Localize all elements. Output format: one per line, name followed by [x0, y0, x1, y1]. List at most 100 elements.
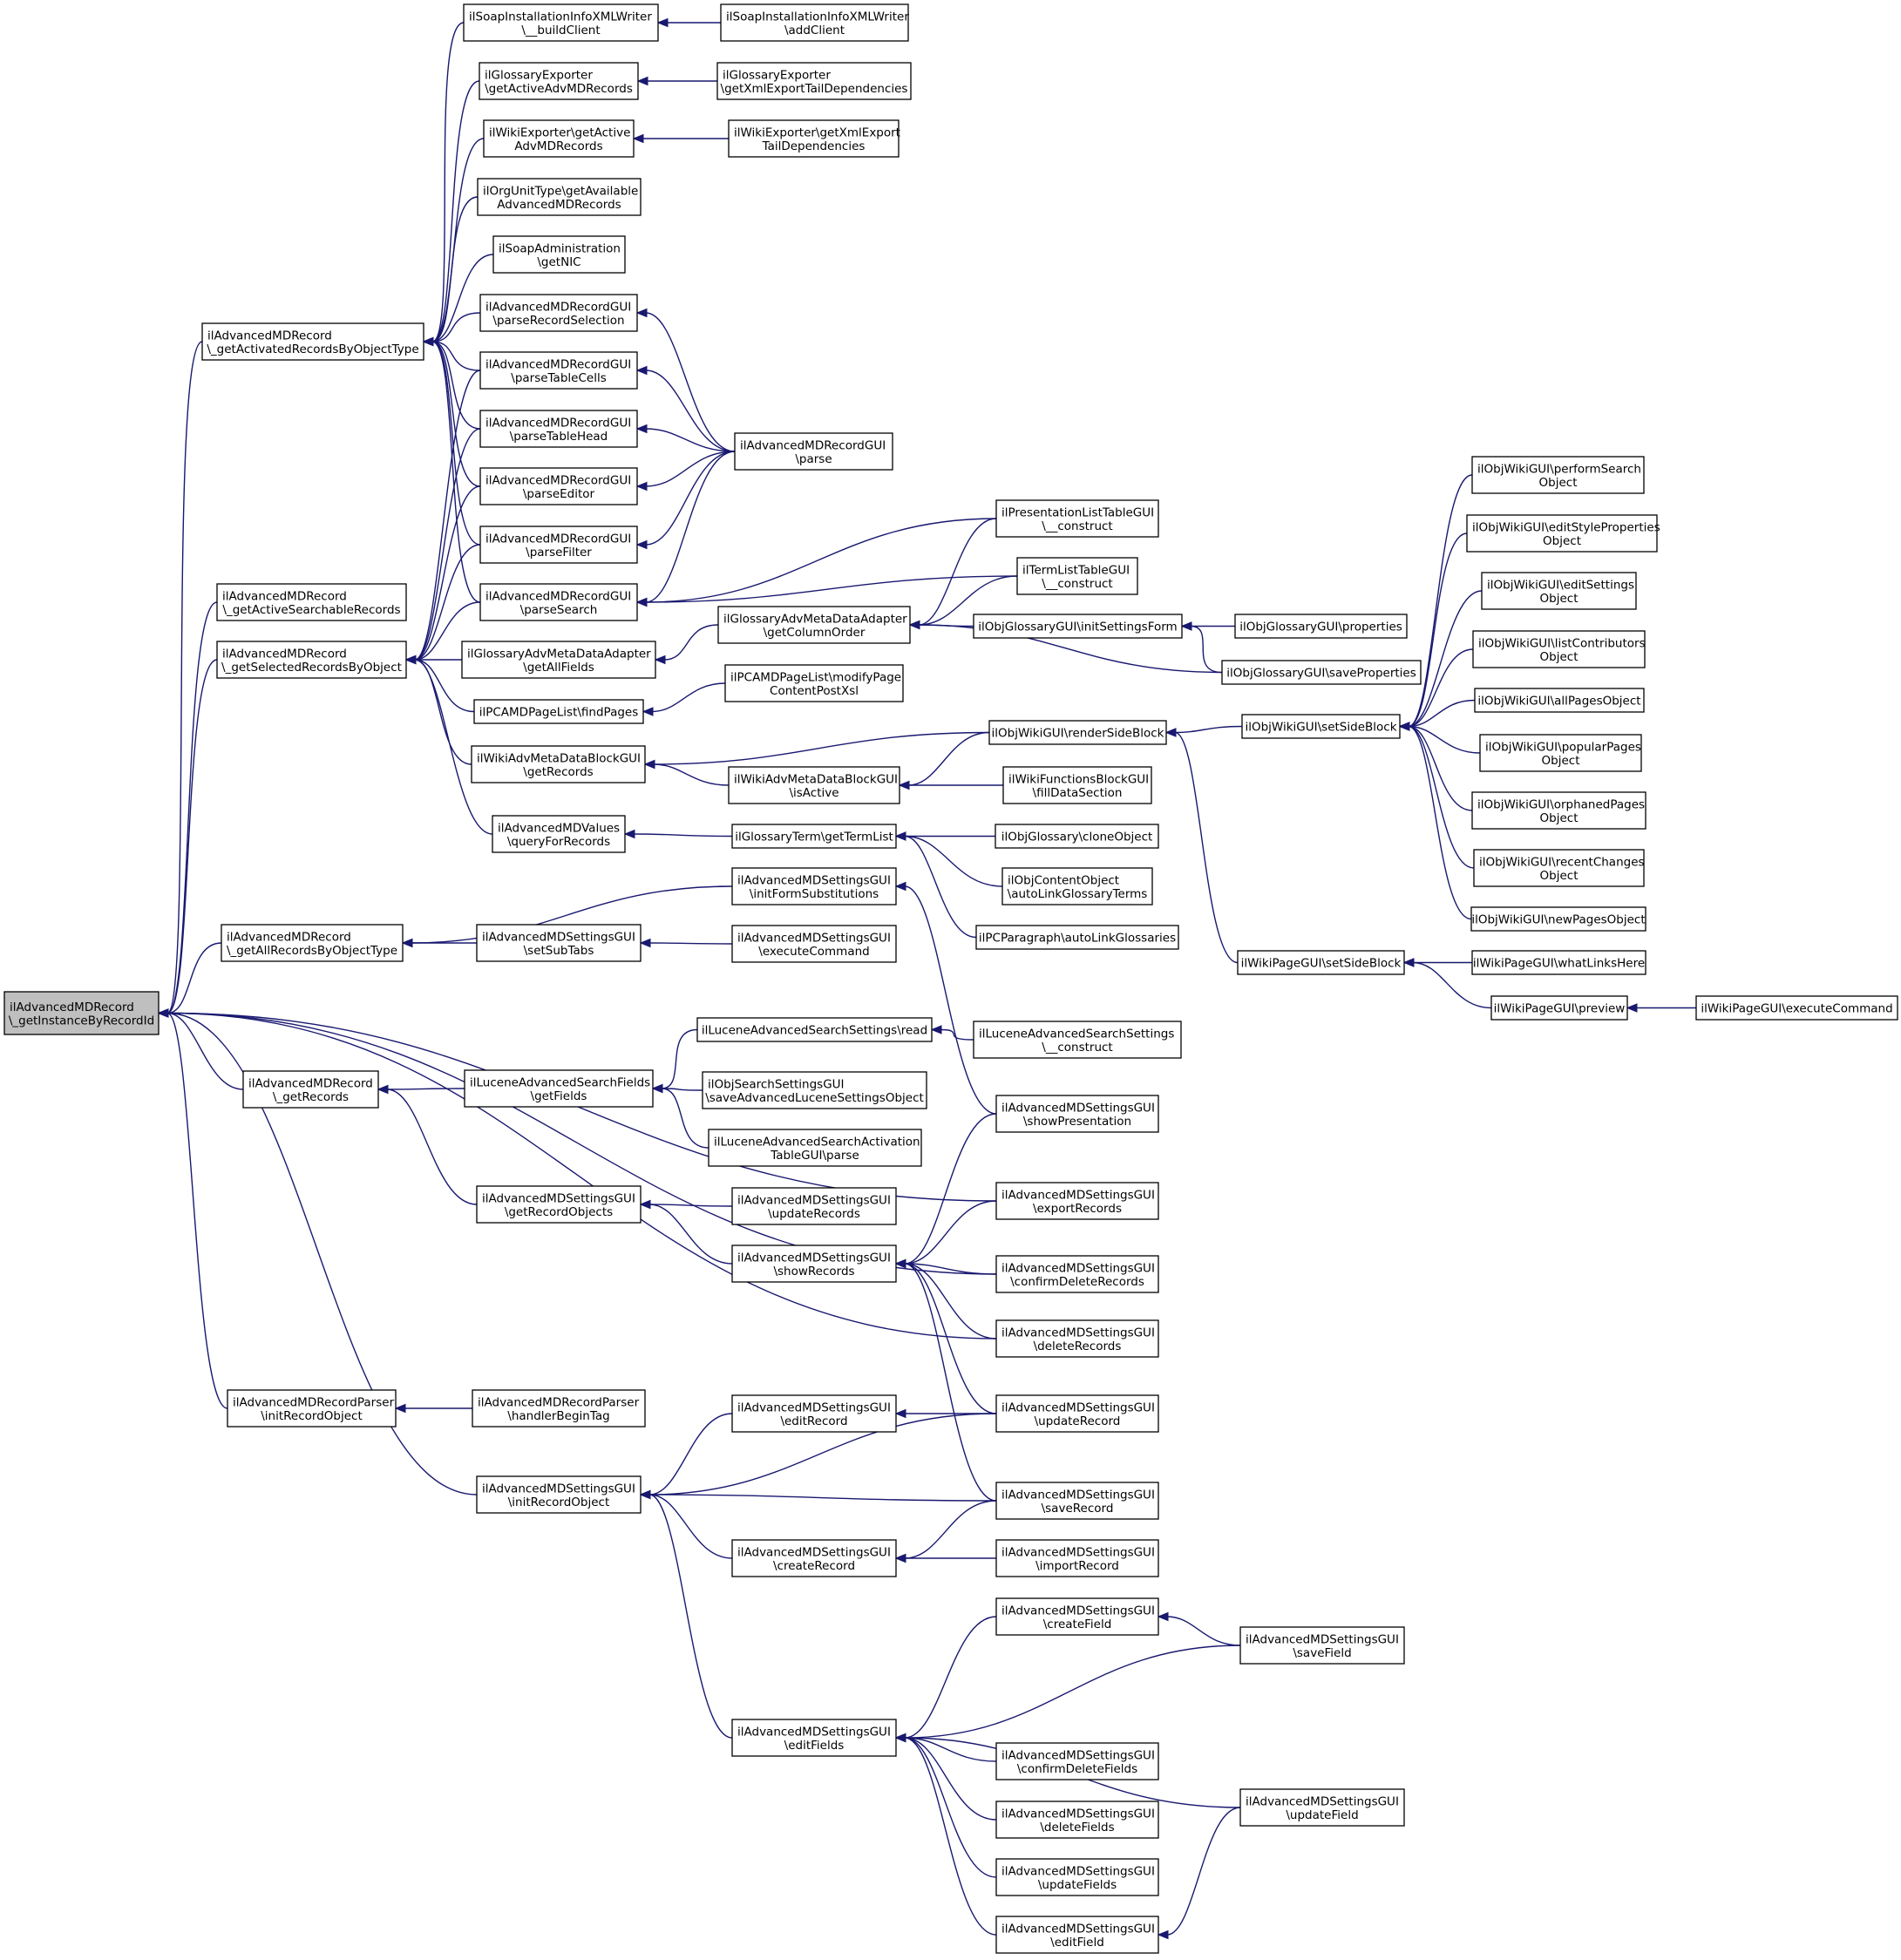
- node-label-line: ilAdvancedMDRecord: [10, 1000, 134, 1014]
- graph-node[interactable]: ilLuceneAdvancedSearchSettings\__constru…: [973, 1021, 1182, 1059]
- call-edge: [894, 1733, 997, 1821]
- graph-node[interactable]: ilLuceneAdvancedSearchActivationTableGUI…: [708, 1129, 922, 1167]
- graph-node[interactable]: ilAdvancedMDRecord\_getActivatedRecordsB…: [201, 322, 424, 361]
- graph-node[interactable]: ilAdvancedMDSettingsGUI\saveRecord: [995, 1482, 1159, 1520]
- graph-node[interactable]: ilAdvancedMDSettingsGUI\executeCommand: [731, 925, 897, 963]
- graph-node[interactable]: ilAdvancedMDRecordGUI\parseTableCells: [479, 351, 638, 390]
- graph-node[interactable]: ilAdvancedMDRecordGUI\parse: [734, 432, 893, 471]
- graph-node[interactable]: ilAdvancedMDRecord\_getRecords: [242, 1070, 379, 1109]
- edge-line: [166, 601, 218, 1014]
- graph-node[interactable]: ilAdvancedMDRecord\_getActiveSearchableR…: [216, 583, 407, 621]
- graph-node[interactable]: ilPresentationListTableGUI\__construct: [995, 499, 1159, 538]
- graph-node[interactable]: ilWikiExporter\getXmlExportTailDependenc…: [728, 119, 900, 158]
- graph-node[interactable]: ilAdvancedMDSettingsGUI\importRecord: [995, 1539, 1159, 1577]
- graph-node[interactable]: ilAdvancedMDSettingsGUI\showRecords: [731, 1244, 897, 1283]
- edge-line: [648, 1204, 733, 1265]
- graph-node[interactable]: ilObjGlossaryGUI\initSettingsForm: [973, 614, 1183, 639]
- graph-node[interactable]: ilAdvancedMDSettingsGUI\saveField: [1239, 1626, 1405, 1665]
- graph-node[interactable]: ilObjWikiGUI\allPagesObject: [1474, 688, 1645, 713]
- graph-node[interactable]: ilGlossaryExporter\getXmlExportTailDepen…: [716, 62, 912, 100]
- graph-node[interactable]: ilAdvancedMDSettingsGUI\updateRecord: [995, 1394, 1159, 1433]
- graph-node[interactable]: ilWikiFunctionsBlockGUI\fillDataSection: [1002, 766, 1152, 804]
- graph-node[interactable]: ilAdvancedMDSettingsGUI\getRecordObjects: [476, 1185, 642, 1224]
- graph-node[interactable]: ilAdvancedMDRecord\_getAllRecordsByObjec…: [221, 924, 404, 962]
- graph-node[interactable]: ilPCParagraph\autoLinkGlossaries: [975, 925, 1179, 950]
- graph-node[interactable]: ilSoapAdministration\getNIC: [492, 235, 626, 274]
- node-label-line: ilAdvancedMDRecord: [227, 930, 351, 944]
- graph-node[interactable]: ilWikiPageGUI\preview: [1490, 995, 1628, 1021]
- node-box: [995, 1858, 1159, 1896]
- graph-node[interactable]: ilTermListTableGUI\__construct: [1016, 557, 1138, 595]
- graph-node[interactable]: ilObjContentObject\autoLinkGlossaryTerms: [1001, 867, 1153, 905]
- graph-node[interactable]: ilAdvancedMDRecordGUI\parseRecordSelecti…: [479, 294, 638, 332]
- edge-line: [1412, 961, 1492, 1009]
- graph-node[interactable]: ilAdvancedMDSettingsGUI\confirmDeleteRec…: [995, 1255, 1159, 1293]
- graph-node[interactable]: ilAdvancedMDSettingsGUI\showPresentation: [995, 1095, 1159, 1133]
- graph-node[interactable]: ilAdvancedMDSettingsGUI\initFormSubstitu…: [731, 867, 897, 905]
- graph-node[interactable]: ilAdvancedMDSettingsGUI\updateRecords: [731, 1187, 897, 1225]
- graph-node[interactable]: ilObjWikiGUI\setSideBlock: [1241, 714, 1401, 739]
- graph-node[interactable]: ilPCAMDPageList\findPages: [473, 699, 644, 724]
- graph-node[interactable]: ilObjWikiGUI\newPagesObject: [1470, 906, 1646, 932]
- graph-node[interactable]: ilAdvancedMDRecordGUI\parseFilter: [479, 526, 638, 564]
- edge-line: [645, 451, 736, 603]
- graph-node[interactable]: ilSoapInstallationInfoXMLWriter\addClien…: [720, 3, 909, 42]
- graph-node[interactable]: ilAdvancedMDSettingsGUI\exportRecords: [995, 1182, 1159, 1220]
- graph-node[interactable]: ilObjGlossaryGUI\saveProperties: [1221, 660, 1422, 685]
- graph-node[interactable]: ilAdvancedMDRecordParser\handlerBeginTag: [472, 1389, 646, 1428]
- graph-node[interactable]: ilAdvancedMDSettingsGUI\updateField: [1239, 1788, 1405, 1827]
- arrow-head: [1402, 958, 1415, 967]
- graph-node[interactable]: ilGlossaryAdvMetaDataAdapter\getColumnOr…: [717, 606, 911, 644]
- graph-node[interactable]: ilLuceneAdvancedSearchFields\getFields: [464, 1069, 654, 1108]
- node-box: [1471, 456, 1645, 494]
- graph-node[interactable]: ilAdvancedMDRecordGUI\parseEditor: [479, 467, 638, 505]
- graph-node[interactable]: ilAdvancedMDRecordGUI\parseTableHead: [479, 410, 638, 448]
- node-box: [716, 62, 912, 100]
- node-label-line: \confirmDeleteFields: [1017, 1762, 1137, 1776]
- graph-node[interactable]: ilAdvancedMDSettingsGUI\confirmDeleteFie…: [995, 1742, 1159, 1780]
- graph-node[interactable]: ilAdvancedMDRecordGUI\parseSearch: [479, 583, 638, 621]
- node-label-line: ilAdvancedMDSettingsGUI: [1001, 1326, 1155, 1339]
- graph-node[interactable]: ilAdvancedMDRecord\_getSelectedRecordsBy…: [216, 641, 407, 679]
- graph-node[interactable]: ilAdvancedMDSettingsGUI\createRecord: [731, 1539, 897, 1577]
- graph-node[interactable]: ilObjWikiGUI\renderSideBlock: [988, 720, 1167, 745]
- graph-node[interactable]: ilAdvancedMDRecord\_getInstanceByRecordI…: [3, 991, 160, 1035]
- graph-node[interactable]: ilAdvancedMDRecordParser\initRecordObjec…: [227, 1389, 397, 1428]
- graph-node[interactable]: ilAdvancedMDSettingsGUI\editFields: [731, 1719, 897, 1757]
- node-label-line: ilAdvancedMDSettingsGUI: [1001, 1864, 1155, 1878]
- graph-node[interactable]: ilWikiAdvMetaDataBlockGUI\isActive: [728, 766, 900, 804]
- graph-node[interactable]: ilOrgUnitType\getAvailableAdvancedMDReco…: [477, 178, 642, 216]
- graph-node[interactable]: ilGlossaryExporter\getActiveAdvMDRecords: [479, 62, 639, 100]
- graph-node[interactable]: ilObjGlossary\cloneObject: [995, 824, 1159, 849]
- graph-node[interactable]: ilAdvancedMDSettingsGUI\setSubTabs: [476, 924, 642, 962]
- graph-node[interactable]: ilSoapInstallationInfoXMLWriter\__buildC…: [463, 3, 659, 42]
- graph-node[interactable]: ilAdvancedMDValues\queryForRecords: [492, 815, 626, 853]
- graph-node[interactable]: ilGlossaryAdvMetaDataAdapter\getAllField…: [461, 641, 656, 679]
- graph-node[interactable]: ilGlossaryTerm\getTermList: [731, 824, 897, 849]
- graph-node[interactable]: ilObjGlossaryGUI\properties: [1234, 614, 1408, 639]
- graph-node[interactable]: ilWikiExporter\getActiveAdvMDRecords: [483, 119, 635, 158]
- graph-node[interactable]: ilAdvancedMDSettingsGUI\updateFields: [995, 1858, 1159, 1896]
- graph-node[interactable]: ilWikiPageGUI\setSideBlock: [1237, 950, 1405, 975]
- graph-node[interactable]: ilAdvancedMDSettingsGUI\initRecordObject: [476, 1475, 642, 1514]
- graph-node[interactable]: ilAdvancedMDSettingsGUI\createField: [995, 1597, 1159, 1636]
- graph-node[interactable]: ilLuceneAdvancedSearchSettings\read: [696, 1017, 933, 1042]
- graph-node[interactable]: ilAdvancedMDSettingsGUI\editRecord: [731, 1394, 897, 1433]
- graph-node[interactable]: ilWikiPageGUI\whatLinksHere: [1471, 950, 1646, 975]
- graph-node[interactable]: ilAdvancedMDSettingsGUI\deleteRecords: [995, 1319, 1159, 1358]
- node-label-line: \showRecords: [773, 1265, 854, 1278]
- graph-node[interactable]: ilObjSearchSettingsGUI\saveAdvancedLucen…: [702, 1071, 927, 1109]
- graph-node[interactable]: ilAdvancedMDSettingsGUI\editField: [995, 1916, 1159, 1954]
- graph-node[interactable]: ilAdvancedMDSettingsGUI\deleteFields: [995, 1801, 1159, 1839]
- graph-node[interactable]: ilWikiAdvMetaDataBlockGUI\getRecords: [471, 745, 646, 783]
- node-label-line: ilObjWikiGUI\recentChanges: [1479, 855, 1645, 869]
- graph-node[interactable]: ilWikiPageGUI\executeCommand: [1695, 995, 1898, 1021]
